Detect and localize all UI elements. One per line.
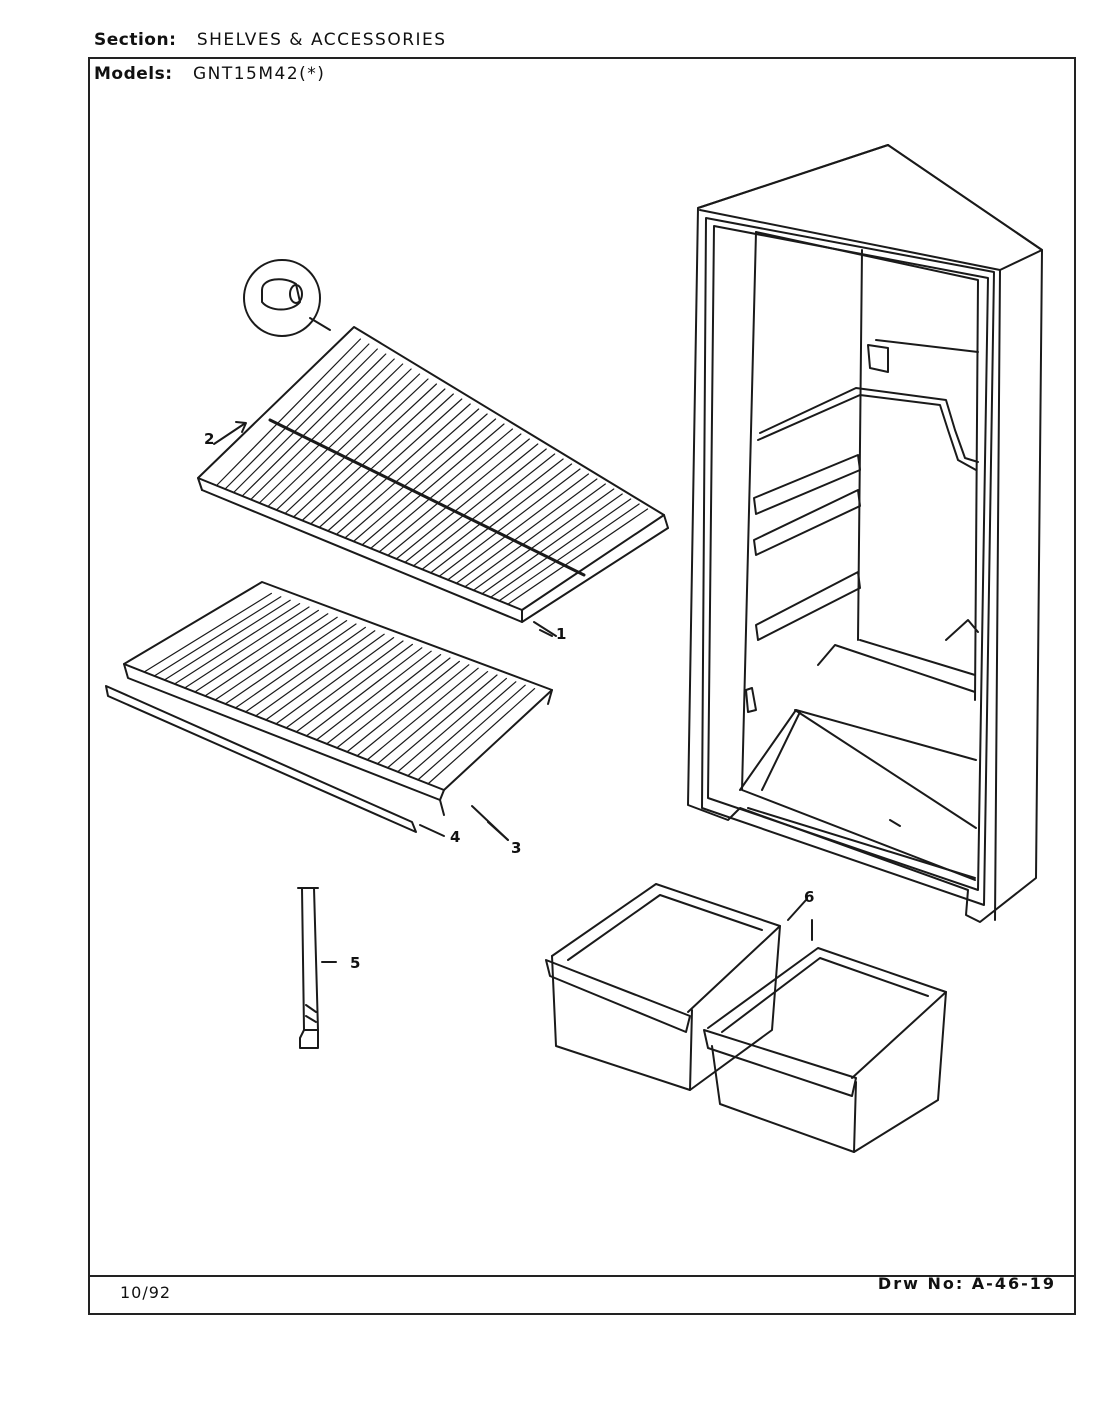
shelf-wire [163,599,291,681]
shelf-wire [429,463,573,574]
shelf-wire [258,363,404,504]
shelf-end-cap-detail [213,259,331,445]
shelf-wire [233,348,378,494]
shelf-wire [378,433,522,553]
shelf-wire [352,418,497,543]
callout-5: 5 [350,954,360,972]
callout-6: 6 [804,888,814,906]
shelf-wire [427,687,536,785]
crisper-pans [545,883,947,1153]
shelf-wire [396,677,507,773]
shelf-wire [265,633,385,721]
shelf-wire [412,453,556,567]
models-label: Models: [94,64,173,84]
shelf-wire [472,488,615,592]
shelf-wire [438,468,581,578]
shelf-wire [325,653,442,745]
shelf-wire [356,664,470,757]
shelf-wire [214,616,338,701]
leader-3 [471,805,509,841]
shelf-wire [275,373,421,511]
shelf-wire [489,498,632,599]
shelf-wire [250,358,395,501]
shelf-wire [346,660,460,753]
shelf-wire [224,343,370,490]
shelf-wire [241,353,387,497]
shelf-wire [417,684,526,781]
shelf-wire [255,630,376,717]
shelf-wire [267,368,412,508]
shelf-wire [184,606,310,689]
shelf-wire [386,674,498,769]
shelf-wire [285,640,404,729]
shelf-wire [446,473,590,581]
callout-1: 1 [556,625,566,643]
shelf-wire [275,636,395,725]
shelf-wire [455,478,598,585]
shelf-wire [327,403,471,532]
shelf-wire [407,681,517,777]
shelf-wire [173,602,301,685]
shelf-wire [344,413,488,539]
callout-3: 3 [511,839,521,857]
shelf-wire [318,398,463,529]
shelf-wire [143,592,272,673]
temperature-control-knob [297,887,337,1049]
section-value: SHELVES & ACCESSORIES [196,30,447,50]
shelf-wire [194,609,319,693]
drawing-number: Drw No: A-46-19 [877,1274,1056,1293]
shelf-wire [301,388,446,522]
shelf-wire [387,438,530,557]
shelf-wire [506,508,649,606]
callout-2: 2 [204,430,214,448]
shelf-wire [224,619,348,705]
shelf-wire [295,643,413,733]
drawing-frame [88,57,1076,1315]
section-label: Section: [94,30,177,50]
drawing-date: 10/92 [120,1283,172,1302]
shelf-wire [204,613,329,697]
shelf-wire [215,338,362,487]
shelf-wire [376,670,489,765]
wire-shelf [197,326,669,637]
shelf-wire [395,443,539,560]
shelf-wire [498,503,640,602]
shelf-wire [464,483,606,588]
refrigerator-cabinet [687,144,1043,923]
shelf-wire [369,428,514,550]
shelf-wire [404,448,547,564]
shelf-wire [336,657,451,749]
models-value: GNT15M42(*) [192,64,326,84]
shelf-wire [421,458,564,571]
shelf-wire [234,623,357,709]
callout-4: 4 [450,828,460,846]
section-heading: Section: SHELVES & ACCESSORIES [94,30,447,50]
shelf-wire [481,493,623,595]
shelf-wire [361,423,505,546]
shelf-wire [305,647,423,737]
shelf-wire [335,408,480,536]
shelf-wire [284,378,429,515]
shelf-wire [315,650,432,741]
shelf-wire [366,667,479,761]
crisper-cover-shelf [123,581,553,841]
shelf-wire [292,383,438,518]
models-heading: Models: GNT15M42(*) [94,64,325,84]
shelf-wire [310,393,454,525]
footer-divider [90,1275,1074,1277]
shelf-wire [153,596,282,677]
shelf-wire [244,626,366,713]
shelf-trim-strip [105,685,445,837]
